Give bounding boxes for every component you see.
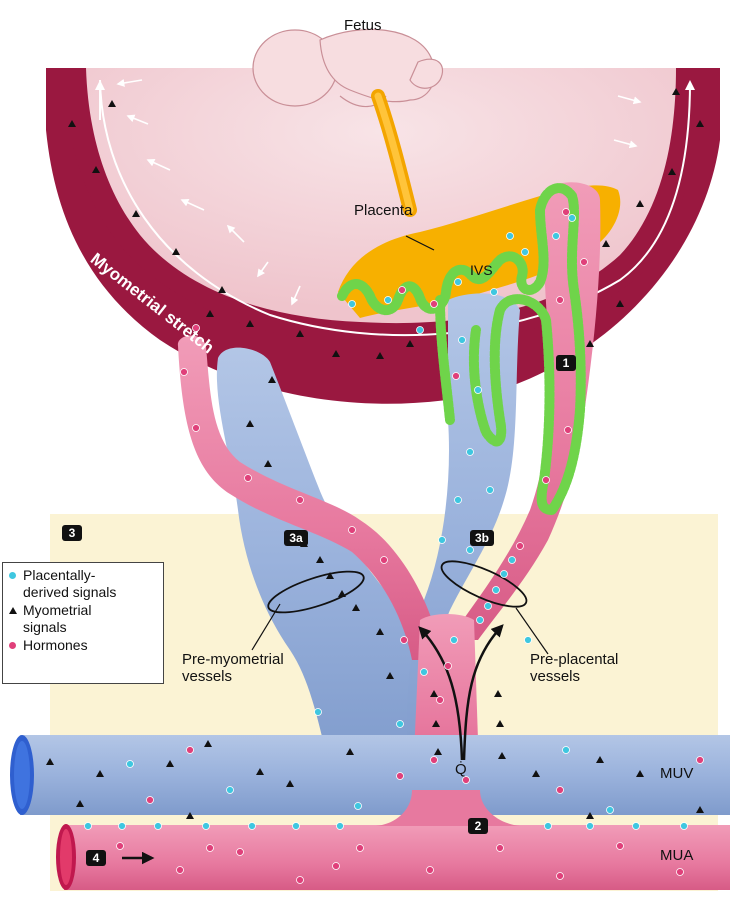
label-mua: MUA — [660, 848, 693, 865]
legend-dot-icon — [9, 642, 16, 649]
legend-marker — [9, 637, 23, 649]
badge-3: 3 — [62, 525, 82, 541]
label-pre-placental-vessels: Pre-placental vessels — [530, 652, 618, 685]
label-placenta: Placenta — [354, 203, 412, 220]
legend-label: Hormones — [23, 637, 88, 654]
badge-3b: 3b — [470, 530, 494, 546]
label-ivs: IVS — [470, 263, 493, 278]
legend-marker — [9, 602, 23, 614]
label-fetus: Fetus — [344, 18, 382, 35]
label-muv: MUV — [660, 766, 693, 783]
badge-2: 2 — [468, 818, 488, 834]
legend-label: Placentally- derived signals — [23, 567, 116, 601]
badge-3a: 3a — [284, 530, 308, 546]
legend-item: Hormones — [9, 637, 157, 654]
mua-vessel — [64, 825, 730, 890]
badge-1: 1 — [556, 355, 576, 371]
legend-marker — [9, 567, 23, 579]
legend-triangle-icon — [9, 607, 17, 614]
legend-item: Placentally- derived signals — [9, 567, 157, 601]
label-flow-q: Q̇ — [455, 762, 467, 779]
muv-vessel — [20, 735, 730, 815]
legend-dot-icon — [9, 572, 16, 579]
label-pre-myometrial-vessels: Pre-myometrial vessels — [182, 652, 284, 685]
legend-label: Myometrial signals — [23, 602, 91, 636]
badge-4: 4 — [86, 850, 106, 866]
legend-item: Myometrial signals — [9, 602, 157, 636]
